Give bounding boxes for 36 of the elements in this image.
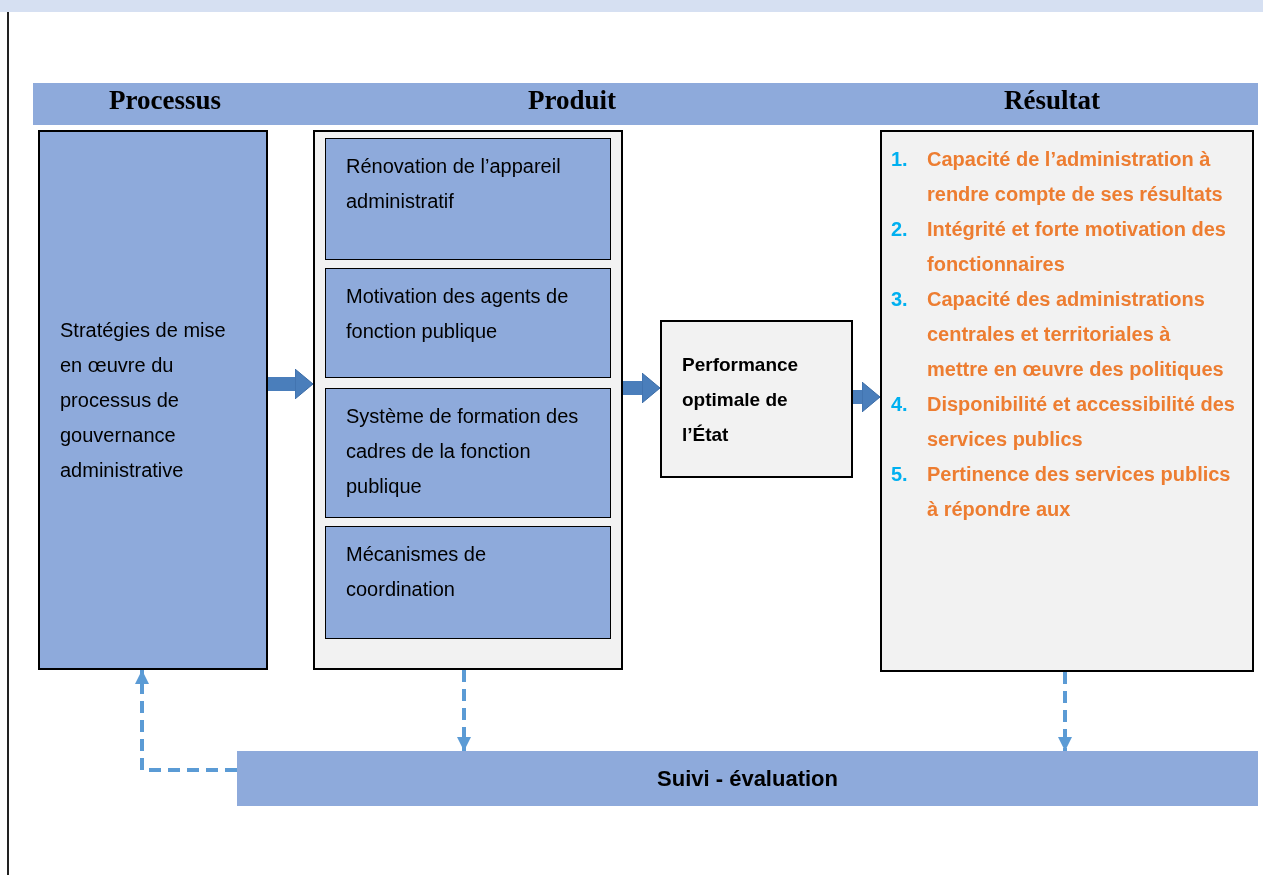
block-arrow xyxy=(853,381,881,413)
list-number: 5. xyxy=(891,462,909,487)
list-number: 2. xyxy=(891,217,909,242)
result-item: Capacité des administrations centrales et territoriales à mettre en œuvre des politiques xyxy=(927,287,1225,382)
result-item: Pertinence des services publics à répondre aux xyxy=(927,462,1232,522)
column-heading: Processus xyxy=(109,85,221,116)
header-band xyxy=(33,83,1258,125)
container-box xyxy=(313,130,623,670)
process-box xyxy=(325,388,611,518)
dashed-arrow xyxy=(1058,672,1072,751)
box-text: Performance optimale de l’État xyxy=(682,352,800,447)
dashed-arrow xyxy=(457,670,471,751)
block-arrow xyxy=(268,368,314,400)
process-box xyxy=(38,130,268,670)
feedback-band xyxy=(237,751,1258,806)
process-box xyxy=(660,320,853,478)
column-heading: Produit xyxy=(528,85,616,116)
process-box xyxy=(325,268,611,378)
block-arrow xyxy=(623,372,661,404)
list-number: 4. xyxy=(891,392,909,417)
process-box xyxy=(325,138,611,260)
box-text: Stratégies de mise en œuvre du processus de gouvernance administrative xyxy=(60,317,227,483)
box-text: Mécanismes de coordination xyxy=(346,542,488,602)
box-text: Système de formation des cadres de la fonction publique xyxy=(346,404,580,499)
result-item: Capacité de l’administration à rendre compte de ses résultats xyxy=(927,147,1224,207)
result-box xyxy=(880,130,1254,672)
list-number: 3. xyxy=(891,287,909,312)
process-box xyxy=(325,526,611,639)
list-number: 1. xyxy=(891,147,909,172)
box-text: Motivation des agents de fonction publique xyxy=(346,284,570,344)
result-item: Disponibilité et accessibilité des services publics xyxy=(927,392,1236,452)
box-text: Rénovation de l’appareil administratif xyxy=(346,154,562,214)
dashed-arrow xyxy=(135,670,237,772)
column-heading: Résultat xyxy=(1004,85,1100,116)
result-item: Intégrité et forte motivation des fonctionnaires xyxy=(927,217,1227,277)
band-text: Suivi - évaluation xyxy=(656,765,839,792)
